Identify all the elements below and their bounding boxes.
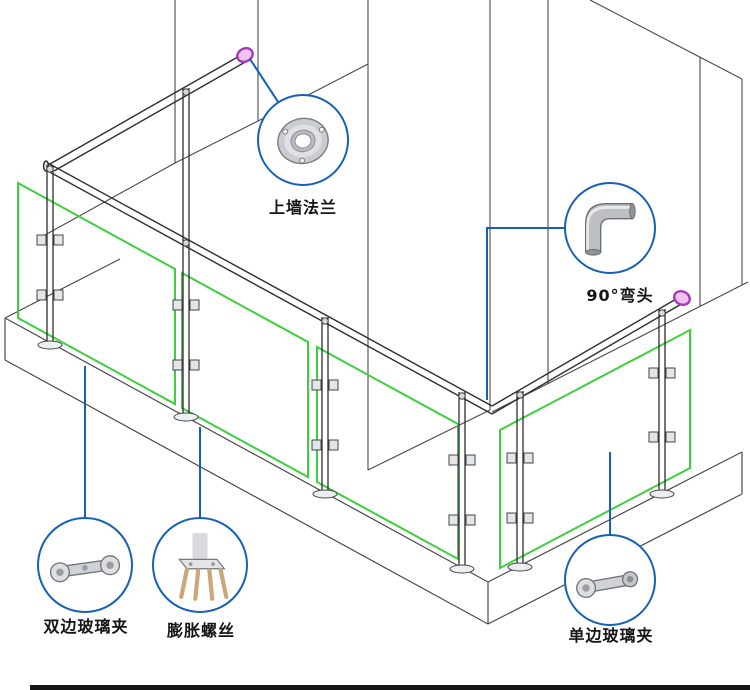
double-glass-clamp-icon <box>49 555 121 583</box>
post <box>172 88 200 422</box>
elbow-90-icon <box>584 202 636 256</box>
glass-panel <box>316 345 459 561</box>
callout-double-glass-clamp <box>37 517 133 613</box>
callout-label-expansion-bolt: 膨胀螺丝 <box>166 621 235 640</box>
background-walls <box>44 0 749 471</box>
post <box>448 392 476 574</box>
wall-flange-markers <box>236 46 691 306</box>
callout-wall-flange <box>257 94 349 186</box>
callout-label-wall-flange: 上墙法兰 <box>268 198 337 217</box>
callout-elbow-90 <box>564 182 656 274</box>
expansion-bolt-icon <box>178 533 229 601</box>
posts <box>36 88 676 574</box>
wall-flange-icon <box>277 117 329 165</box>
glass-panel <box>499 328 691 570</box>
post <box>506 391 534 572</box>
callout-label-single-glass-clamp: 单边玻璃夹 <box>568 626 654 645</box>
post <box>36 165 64 350</box>
wall-flange-marker <box>673 290 691 306</box>
glass-panel <box>17 181 176 406</box>
post <box>311 317 339 499</box>
callout-label-elbow-90: 90°弯头 <box>586 286 654 305</box>
callout-expansion-bolt <box>152 517 248 613</box>
handrails <box>42 53 684 415</box>
wall-flange-marker <box>236 46 254 64</box>
callout-label-double-glass-clamp: 双边玻璃夹 <box>43 617 129 636</box>
post <box>648 309 676 499</box>
cropped-next-section-edge <box>30 685 750 690</box>
callout-single-glass-clamp <box>564 534 656 626</box>
single-glass-clamp-icon <box>576 571 639 598</box>
